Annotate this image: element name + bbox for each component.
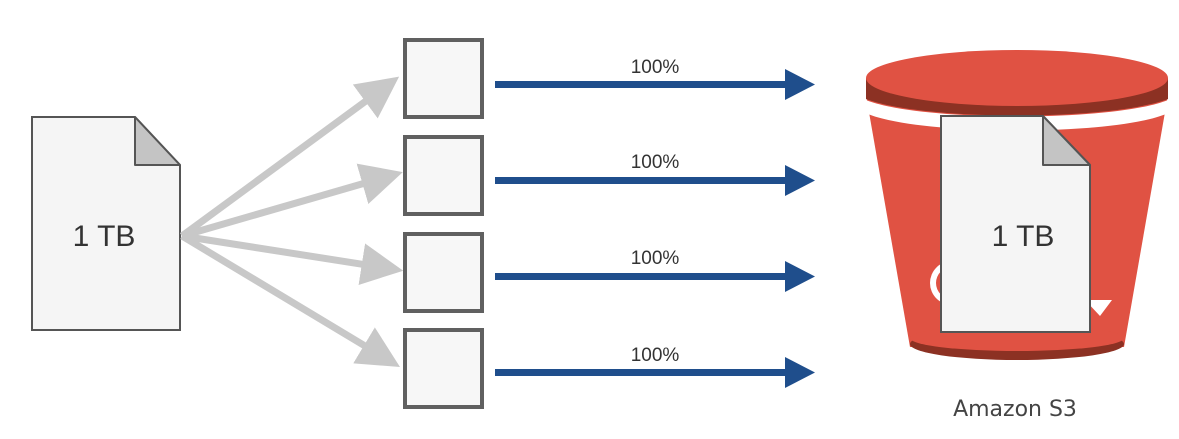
part-box-2 (403, 135, 484, 216)
percent-label-3: 100% (631, 248, 680, 269)
percent-label-1: 100% (631, 57, 680, 78)
percent-label-2: 100% (631, 152, 680, 173)
split-arrow-3 (181, 232, 404, 285)
part-box-3 (403, 232, 484, 313)
stored-file-label: 1 TB (992, 220, 1055, 253)
stored-file: 1 TB (940, 115, 1091, 333)
percent-label-4: 100% (631, 345, 680, 366)
document-icon (940, 115, 1091, 333)
split-arrow-2 (181, 163, 403, 240)
upload-arrow-4 (495, 357, 815, 388)
upload-arrows (495, 69, 815, 388)
source-file: 1 TB (31, 116, 181, 331)
split-arrow-4 (180, 233, 400, 368)
part-box-4 (403, 328, 484, 409)
percent-labels: 100% 100% 100% 100% (631, 57, 680, 366)
part-box-1 (403, 38, 484, 119)
split-arrows (179, 76, 404, 368)
source-file-label: 1 TB (73, 220, 136, 253)
upload-arrow-1 (495, 69, 815, 100)
document-icon (31, 116, 181, 331)
destination-label: Amazon S3 (953, 397, 1077, 422)
upload-arrow-2 (495, 165, 815, 196)
upload-arrow-3 (495, 261, 815, 292)
part-boxes (403, 38, 484, 409)
split-arrow-1 (179, 76, 400, 239)
